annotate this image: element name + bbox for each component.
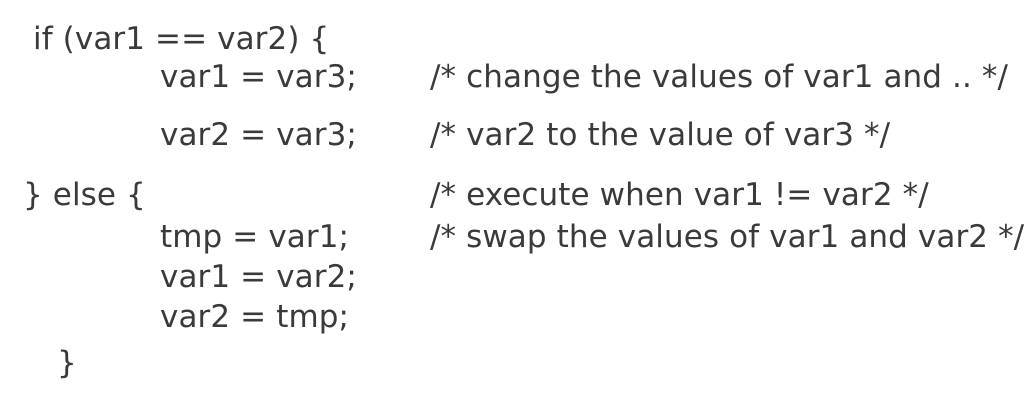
code-line-if: if (var1 == var2) { <box>33 21 330 57</box>
comment-line-4: /* swap the values of var1 and var2 */ <box>430 219 1024 255</box>
code-line-assign-3: tmp = var1; <box>160 219 350 255</box>
code-line-else: } else { <box>23 177 146 213</box>
comment-line-3: /* execute when var1 != var2 */ <box>430 177 929 213</box>
comment-line-2: /* var2 to the value of var3 */ <box>430 117 891 153</box>
comment-line-1: /* change the values of var1 and .. */ <box>430 59 1009 95</box>
code-line-assign-1: var1 = var3; <box>160 59 357 95</box>
code-line-assign-4: var1 = var2; <box>160 259 357 295</box>
code-line-assign-2: var2 = var3; <box>160 117 357 153</box>
code-line-close: } <box>57 345 77 381</box>
code-line-assign-5: var2 = tmp; <box>160 299 350 335</box>
